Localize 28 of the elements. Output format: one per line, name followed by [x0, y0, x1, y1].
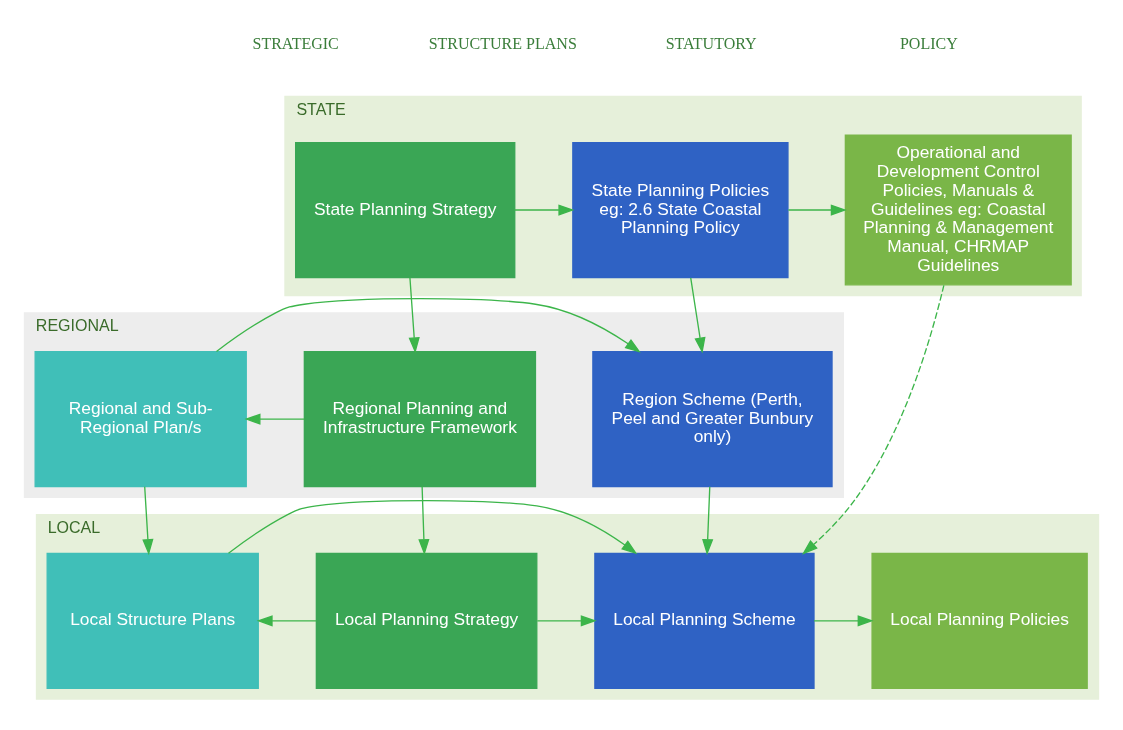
node-box: Local Planning Policies: [871, 552, 1088, 689]
node-box: Local Planning Scheme: [594, 552, 815, 689]
node-box: State Planning Strategy: [295, 141, 516, 279]
node-box: Local Structure Plans: [46, 552, 259, 689]
label: STATUTORY: [665, 34, 757, 52]
arrow: [702, 486, 714, 556]
arrow: [514, 204, 575, 216]
arrow: [690, 277, 706, 354]
arrow: [244, 413, 305, 425]
node-box: Local Planning Strategy: [315, 552, 538, 689]
arrow: [215, 297, 641, 353]
node-box: State Planning Policies eg: 2.6 State Coastal Planning Policy: [572, 141, 789, 279]
arrow: [813, 615, 874, 627]
node-box: Regional Planning and Infrastructure Framework: [303, 350, 537, 488]
arrow: [418, 486, 430, 556]
arrow: [227, 499, 638, 555]
arrow: [801, 284, 945, 555]
arrow: [536, 615, 597, 627]
label: POLICY: [899, 34, 958, 52]
label: STRUCTURE PLANS: [428, 34, 577, 52]
node-box: Regional and Sub-Regional Plan/s: [34, 350, 247, 488]
arrow: [408, 277, 420, 354]
arrow: [142, 486, 154, 556]
node-box: Region Scheme (Perth, Peel and Greater Bunbury only): [592, 350, 833, 488]
arrow: [256, 615, 318, 627]
label: STRATEGIC: [252, 34, 339, 52]
node-box: Operational and Development Control Policies, Manuals & Guidelines eg: Coastal Planning & Management Manual, CHRMAP Guidelines: [844, 134, 1072, 286]
arrow: [787, 204, 847, 216]
